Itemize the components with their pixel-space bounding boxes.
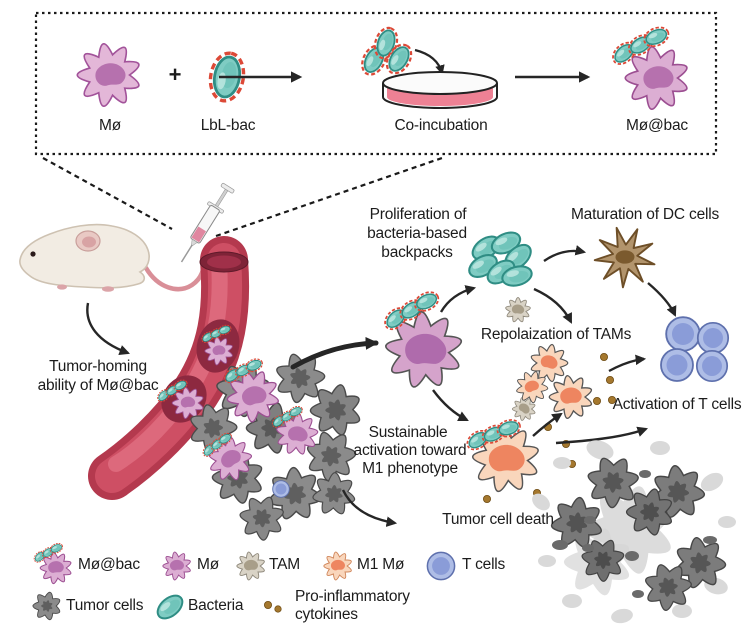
t-cell-cluster xyxy=(660,316,730,383)
arrow-tumor-homing xyxy=(86,302,130,356)
tumor-death-label: Tumor cell death xyxy=(442,511,554,528)
arrow-bacteria-to-tams xyxy=(533,287,573,324)
co-incubation-label: Co-incubation xyxy=(394,117,488,134)
arrow-to-proliferation xyxy=(439,285,477,313)
petri-dish xyxy=(382,71,498,109)
legend-tcells-label: T cells xyxy=(462,556,506,573)
legend-tam-label: TAM xyxy=(269,556,300,573)
arrow-m1bac-up xyxy=(532,412,563,437)
mouse-paw xyxy=(57,284,67,290)
legend-mo-icon xyxy=(162,551,191,581)
arrow-to-m1 xyxy=(432,389,469,422)
arrow-tumor-to-mobac xyxy=(290,336,379,370)
mouse-inner-ear xyxy=(82,236,96,248)
funnel-dashed-line-left xyxy=(42,157,173,230)
top-panel-dashed-box xyxy=(34,11,718,156)
legend-cytokines-label-line1: Pro-inflammatory xyxy=(295,588,410,605)
legend-tumor-label: Tumor cells xyxy=(66,597,144,614)
legend-tam-icon xyxy=(236,551,265,581)
legend-tumor-icon xyxy=(32,591,61,621)
arrow-bacteria-to-dc xyxy=(543,245,587,262)
legend-cytokine-icon xyxy=(263,601,273,609)
proliferation-label-line2: bacteria-based xyxy=(367,225,467,242)
legend-cytokine-icon xyxy=(274,605,282,613)
sustainable-label-line3: M1 phenotype xyxy=(362,460,458,477)
tumor-homing-label-line1: Tumor-homing xyxy=(49,358,147,375)
dc-cell xyxy=(589,220,663,295)
arrow-to-tumor-death xyxy=(341,489,398,527)
mobac-cell xyxy=(605,23,688,111)
legend-bacteria-label: Bacteria xyxy=(188,597,244,614)
arrow-m1bac-to-activation xyxy=(555,426,648,445)
tumor-homing-label-line2: ability of Mø@bac xyxy=(37,377,159,394)
arrow-dc-to-tcells xyxy=(647,282,677,317)
funnel-dashed-line-right xyxy=(215,156,443,238)
mo-bac-label: Mø@bac xyxy=(626,117,688,134)
sustainable-label-line2: activation toward xyxy=(353,442,467,459)
lbl-bacteria-group xyxy=(357,25,416,79)
mo-label: Mø xyxy=(99,117,121,134)
plus-sign: + xyxy=(168,62,182,87)
legend-m1-icon xyxy=(323,551,352,581)
tam-cell xyxy=(503,295,533,325)
mouse xyxy=(19,223,207,292)
maturation-dc-label: Maturation of DC cells xyxy=(570,206,720,223)
proliferation-label-line3: backpacks xyxy=(381,244,453,261)
legend-tcell-icon xyxy=(426,551,456,581)
mobac-released xyxy=(376,288,465,393)
arrow-m1-to-tcells xyxy=(608,354,647,373)
bacteria-cluster xyxy=(464,227,537,290)
lbl-bac-label: LbL-bac xyxy=(200,117,256,134)
mouse-body xyxy=(19,223,150,289)
legend-mo-label: Mø xyxy=(197,556,219,573)
syringe xyxy=(180,183,235,263)
legend-mobac-label: Mø@bac xyxy=(78,556,140,573)
proliferation-label-line1: Proliferation of xyxy=(369,206,467,223)
repolarization-label: Repolaization of TAMs xyxy=(480,326,632,343)
macrophage-cell xyxy=(76,42,140,108)
legend-bacteria-icon xyxy=(152,590,188,624)
mouse-eye xyxy=(30,251,36,257)
mouse-tail xyxy=(143,254,207,292)
legend-m1-label: M1 Mø xyxy=(357,556,405,573)
arrow-into-dish xyxy=(414,48,445,75)
activation-t-label: Activation of T cells xyxy=(612,396,742,413)
legend-cytokines-label-line2: cytokines xyxy=(295,606,358,623)
blood-vessel xyxy=(88,236,250,500)
dying-tumor xyxy=(532,440,736,624)
mouse-paw xyxy=(102,286,114,292)
t-cell-in-tumor xyxy=(272,480,290,498)
sustainable-label-line1: Sustainable xyxy=(368,424,448,441)
